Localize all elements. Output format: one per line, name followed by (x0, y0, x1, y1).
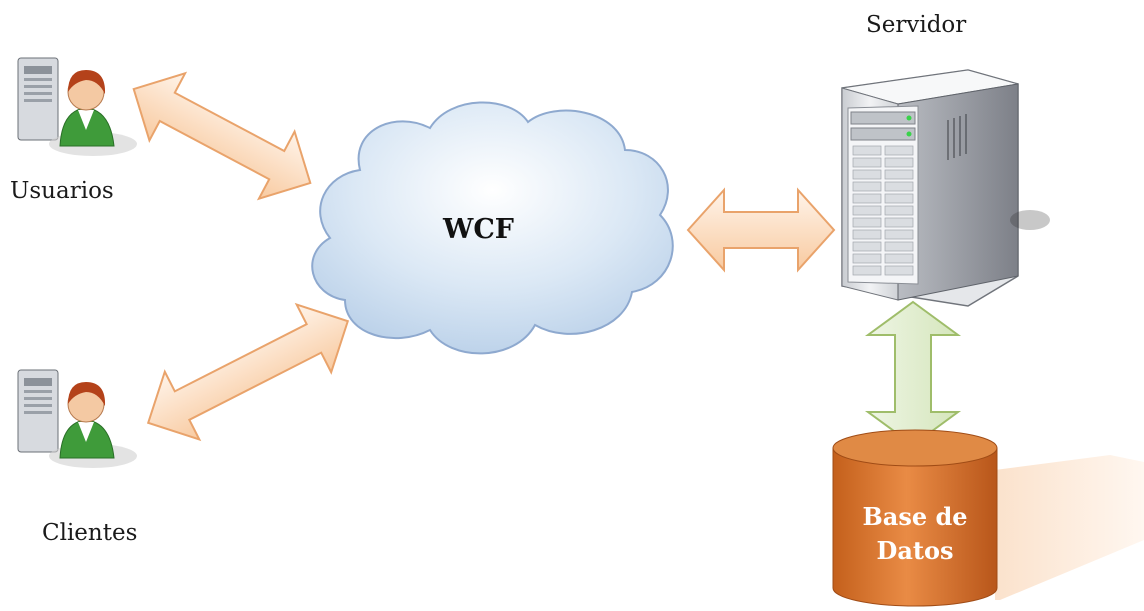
clientes-wcf-arrow (146, 302, 350, 442)
database-label-line2: Datos (876, 536, 954, 565)
wcf-label: WCF (443, 214, 514, 245)
database-shadow (995, 455, 1144, 600)
database-label-line1: Base de (862, 502, 968, 531)
servidor-database-arrow (864, 300, 962, 447)
database-label: Base de Datos (840, 500, 990, 568)
database-cylinder-icon (832, 429, 998, 607)
usuarios-label: Usuarios (10, 178, 114, 204)
usuarios-workstation-icon (17, 57, 138, 157)
clientes-label: Clientes (42, 520, 138, 546)
servidor-label: Servidor (866, 12, 967, 38)
wcf-cloud (311, 101, 674, 355)
usuarios-wcf-arrow (132, 71, 312, 201)
clientes-workstation-icon (17, 369, 138, 469)
server-tower-icon (841, 69, 1050, 307)
wcf-servidor-arrow (686, 187, 836, 273)
